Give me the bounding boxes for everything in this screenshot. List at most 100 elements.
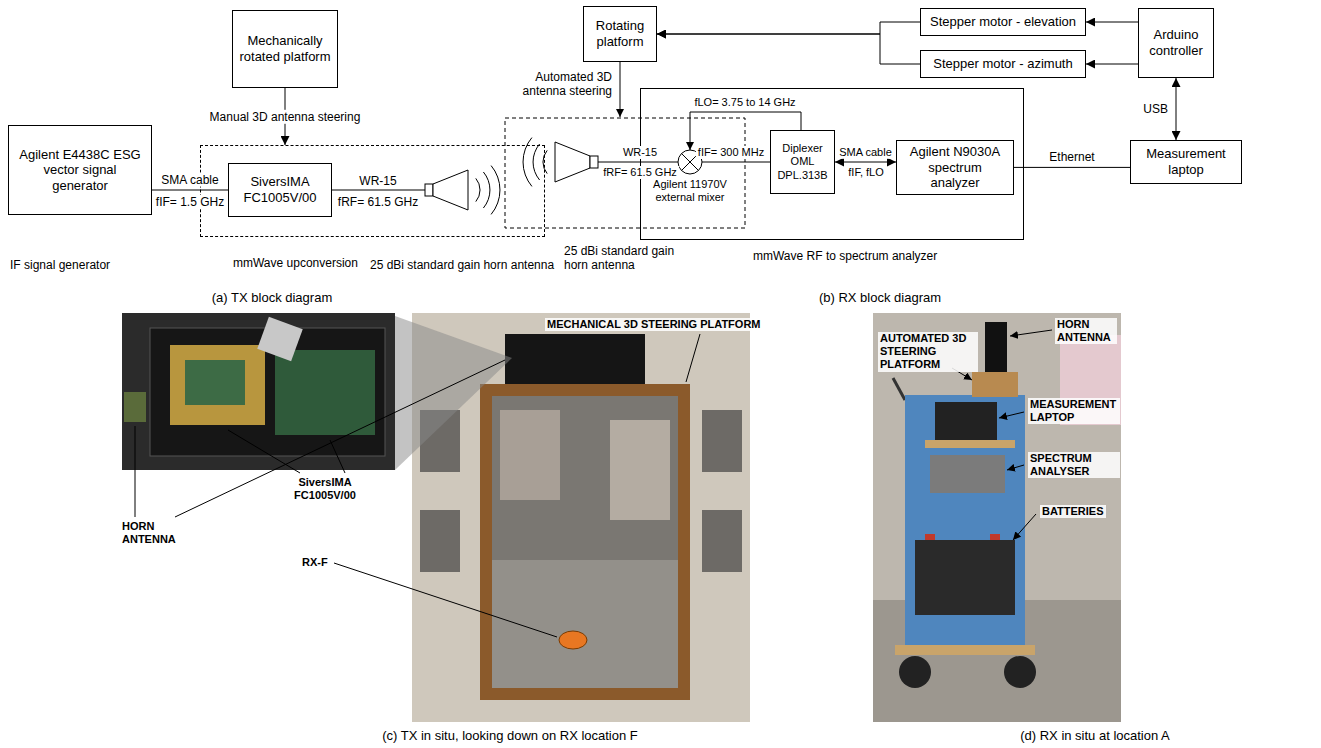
subfigure-caption: (c) TX in situ, looking down on RX locat…: [380, 728, 640, 744]
node-text: Arduino controller: [1144, 27, 1208, 58]
block-label: IF signal generator: [8, 258, 112, 272]
if-line: [702, 162, 770, 163]
street-view: [492, 396, 678, 688]
cart-wheel: [899, 656, 931, 688]
radiation-arc: [476, 178, 480, 201]
instrument-box: Agilent E4438C ESG vector signal generat…: [8, 125, 152, 215]
photo-callout: HORN ANTENNA: [120, 520, 190, 546]
signal-label: fIF= 1.5 GHz: [154, 195, 226, 209]
cart-wheel: [1004, 656, 1036, 688]
edge-label: SMA cable: [159, 173, 220, 187]
node-text: Measurement laptop: [1136, 146, 1236, 177]
wooden-frame: [480, 384, 690, 396]
cart-base: [895, 645, 1035, 655]
street-photo: [873, 313, 1121, 722]
process-box: Mechanically rotated platform: [232, 10, 338, 88]
connector: [657, 22, 920, 34]
leader-line: [686, 334, 700, 382]
waveguide-flange: [590, 156, 598, 168]
wooden-frame: [480, 384, 492, 700]
building-window: [420, 510, 460, 572]
connector: [1176, 78, 1177, 140]
waveguide-line: [332, 190, 425, 191]
cart-handle: [893, 378, 905, 400]
horn-antenna-symbol: [555, 142, 590, 182]
signal-label: WR-15: [357, 174, 398, 188]
connector: [152, 190, 228, 191]
connector: [1086, 64, 1138, 65]
node-text: mmWave RF to spectrum analyzer: [751, 249, 939, 263]
edge-label: USB: [1141, 102, 1170, 116]
ribbon-cable: [257, 317, 302, 361]
signal-label: fLO= 3.75 to 14 GHz: [692, 96, 797, 109]
zoom-wedge: [395, 316, 512, 470]
leader-line: [330, 440, 345, 473]
instrument-box: Agilent N9030A spectrum analyzer: [896, 140, 1014, 195]
building-window: [702, 510, 742, 572]
leader-line: [1010, 330, 1052, 336]
inset-photo: [122, 313, 395, 470]
street-pavement: [492, 560, 678, 688]
photo-callout: HORN ANTENNA: [1055, 318, 1117, 344]
controller-box: Arduino controller: [1138, 8, 1214, 78]
node-text: Agilent E4438C ESG vector signal generat…: [14, 147, 146, 194]
upconverter-module: [170, 345, 265, 425]
signal-label: WR-15: [621, 146, 659, 159]
connector: [657, 34, 920, 64]
steering-boundary: [505, 118, 745, 228]
waveguide-line: [598, 162, 678, 163]
node-text: SiversIMA FC1005V/00: [234, 174, 326, 205]
subfigure-caption: (b) RX block diagram: [817, 290, 943, 306]
circuit-board: [275, 350, 375, 435]
subfigure-caption: (a) TX block diagram: [210, 290, 334, 306]
photo-callout: MEASUREMENT LAPTOP: [1028, 398, 1120, 424]
photo-callout: RX-F: [300, 556, 330, 569]
module-box: SiversIMA FC1005V/00: [228, 163, 332, 217]
wooden-frame: [480, 688, 690, 700]
horn-photo: [124, 392, 146, 422]
radiation-arc: [533, 144, 540, 180]
signal-label: fIF, fLO: [846, 166, 885, 179]
photo-callout: BATTERIES: [1040, 505, 1106, 518]
connector: [835, 162, 896, 163]
node-text: Stepper motor - elevation: [930, 14, 1076, 30]
photo-callout: SiversIMA FC1005V/00: [280, 476, 370, 502]
radiation-arc: [483, 172, 490, 208]
horn-antenna-symbol: [433, 170, 468, 210]
process-box: Rotating platform: [583, 6, 657, 62]
building-window: [702, 410, 742, 472]
connector: [1086, 22, 1138, 23]
photo-callout: SPECTRUM ANALYSER: [1028, 452, 1120, 478]
node-text: Diplexer OML DPL.313B: [776, 142, 829, 182]
node-text: Stepper motor - azimuth: [933, 56, 1072, 72]
diplexer-box: Diplexer OML DPL.313B: [770, 130, 835, 194]
edge-label: Ethernet: [1047, 150, 1096, 164]
node-text: Agilent N9030A spectrum analyzer: [902, 144, 1008, 191]
battery-terminal: [990, 534, 1000, 540]
receiver-group: mmWave RF to spectrum analyzerDiplexer O…: [640, 88, 1024, 240]
batteries: [915, 540, 1015, 615]
node-text: Mechanically rotated platform: [238, 33, 332, 64]
measurement-cart: [905, 395, 1025, 645]
photo-callout: AUTOMATED 3D STEERING PLATFORM: [878, 332, 978, 372]
edge-label: SMA cable: [837, 146, 894, 159]
rx-marker: [559, 631, 587, 649]
leader-line: [999, 412, 1024, 418]
steering-platform: [972, 372, 1018, 397]
edge-label: Manual 3D antenna steering: [208, 109, 363, 123]
antenna-label: 25 dBi standard gain horn antenna: [368, 258, 556, 272]
motor-box: Stepper motor - azimuth: [920, 50, 1086, 78]
radiation-arc: [491, 166, 500, 215]
waveguide-flange: [425, 184, 433, 196]
steering-group: mmWave upconversionSiversIMA FC1005V/00: [200, 145, 545, 237]
subfigure-caption: (d) RX in situ at location A: [1018, 728, 1172, 744]
node-text: mmWave upconversion: [231, 256, 360, 270]
building-facade: [610, 420, 670, 520]
laptop: [935, 402, 997, 440]
antenna-label: 25 dBi standard gain horn antenna: [562, 244, 680, 273]
leader-line: [175, 360, 505, 517]
computer-box: Measurement laptop: [1130, 140, 1242, 184]
leader-line: [1007, 465, 1024, 470]
